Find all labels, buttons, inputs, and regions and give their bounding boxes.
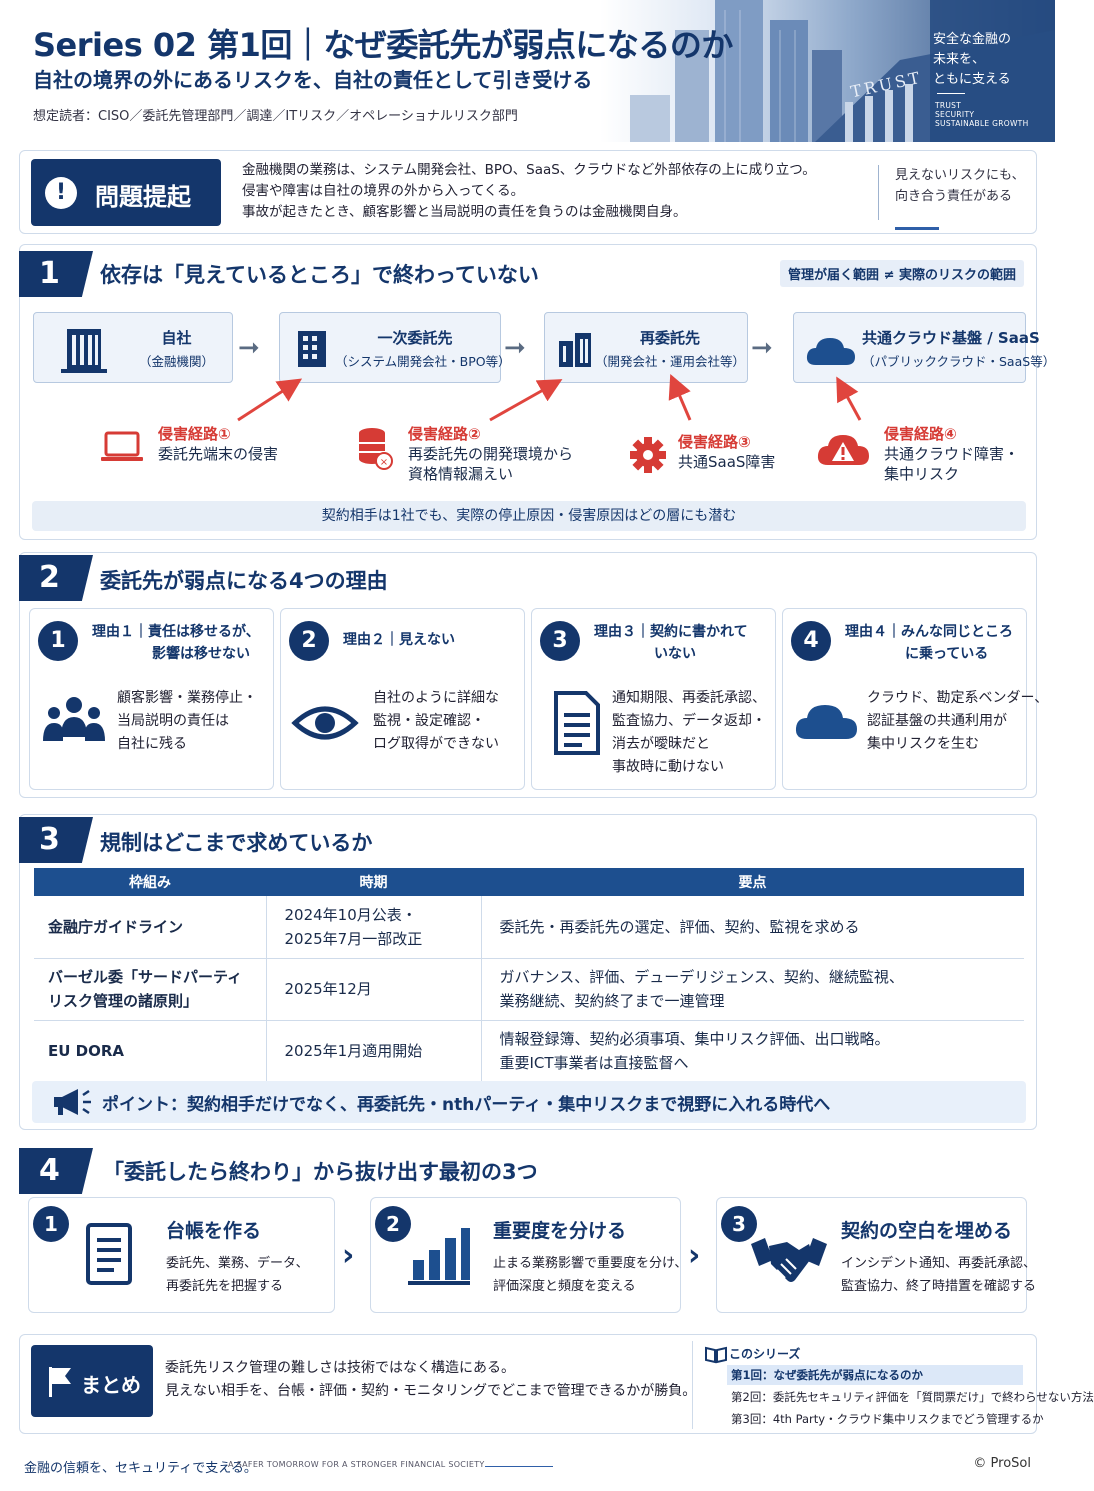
section-number: 3: [19, 817, 93, 863]
section-title: 依存は「見えているところ」で終わっていない: [100, 263, 539, 287]
target-audience: 想定読者：CISO／委託先管理部門／調達／ITリスク／オペレーショナルリスク部門: [33, 109, 518, 124]
cloud-icon: [795, 705, 857, 739]
point-callout: ポイント：契約相手だけでなく、再委託先・nthパーティ・集中リスクまで視野に入れ…: [32, 1081, 1026, 1123]
step-card-1: 1 台帳を作る 委託先、業務、データ、再委託先を把握する: [28, 1197, 335, 1313]
summary-text: 委託先リスク管理の難しさは技術ではなく構造にある。見えない相手を、台帳・評価・契…: [165, 1360, 697, 1399]
series-item[interactable]: 第3回：4th Party・クラウド集中リスクまでどう管理するか: [731, 1412, 1044, 1426]
building-icon: [61, 329, 107, 373]
node-own-company: 自社 （金融機関）: [33, 312, 233, 383]
reason-card-2: 2 理由２｜見えない 自社のように詳細な監視・設定確認・ログ取得ができない: [280, 608, 525, 790]
people-icon: [43, 697, 105, 741]
arrow-right-icon: ➞: [238, 333, 260, 363]
attack-path-arrows: [237, 373, 862, 422]
arrow-right-icon: ➞: [751, 333, 773, 363]
reason-card-3: 3 理由３｜契約に書かれていない 通知期限、再委託承認、監査協力、データ返却・消…: [531, 608, 776, 790]
exclamation-icon: !: [45, 177, 77, 209]
footer-english-slogan: A SAFER TOMORROW FOR A STRONGER FINANCIA…: [228, 1460, 485, 1469]
database-leak-icon: ×: [359, 428, 393, 470]
problem-text: 金融機関の業務は、システム開発会社、BPO、SaaS、クラウドなど外部依存の上に…: [242, 162, 816, 220]
table-row: 金融庁ガイドライン 2024年10月公表・2025年7月一部改正 委託先・再委託…: [34, 896, 1024, 959]
office-building-icon: [298, 331, 326, 367]
node-primary-contractor: 一次委託先 （システム開発会社・BPO等）: [279, 312, 511, 383]
scope-pill: 管理が届く範囲 ≠ 実際のリスクの範囲: [780, 260, 1024, 287]
step-card-3: 3 契約の空白を埋める インシデント通知、再委託承認、監査協力、終了時措置を確認…: [716, 1197, 1036, 1313]
cloud-warning-icon: [817, 435, 869, 465]
series-list: このシリーズ 第1回：なぜ委託先が弱点になるのか 第2回：委託先セキュリティ評価…: [692, 1341, 1094, 1429]
section-title: 「委託したら終わり」から抜け出す最初の3つ: [103, 1160, 538, 1184]
layer-risk-band: 契約相手は1社でも、実際の停止原因・侵害原因はどの層にも潜む: [32, 501, 1026, 531]
page-subtitle: 自社の境界の外にあるリスクを、自社の責任として引き受ける: [33, 68, 593, 92]
book-icon: [705, 1346, 727, 1364]
footer-divider: [485, 1466, 553, 1467]
flag-icon: [49, 1367, 71, 1397]
section-title: 規制はどこまで求めているか: [100, 831, 373, 855]
chevron-right-icon: ›: [342, 1238, 355, 1273]
series-item[interactable]: 第2回：委託先セキュリティ評価を「質問票だけ」で終わらせない方法: [731, 1390, 1094, 1404]
series-item-current[interactable]: 第1回：なぜ委託先が弱点になるのか: [727, 1365, 1023, 1385]
table-row: バーゼル委「サードパーティリスク管理の諸原則」 2025年12月 ガバナンス、評…: [34, 958, 1024, 1021]
problem-side-note: 見えないリスクにも、向き合う責任がある: [878, 165, 1038, 230]
footer-copyright: © ProSol: [973, 1456, 1031, 1471]
hero-tagline: 安全な金融の未来を、ともに支える: [933, 32, 1012, 87]
section-1: 1 依存は「見えているところ」で終わっていない 管理が届く範囲 ≠ 実際のリスク…: [19, 244, 1055, 540]
footer-slogan: 金融の信頼を、セキュリティで支える。: [24, 1461, 257, 1476]
table-row: EU DORA 2025年1月適用開始 情報登録簿、契約必須事項、集中リスク評価…: [34, 1020, 1024, 1083]
arrow-right-icon: ➞: [504, 333, 526, 363]
handshake-icon: [751, 1238, 827, 1282]
regulation-table: 枠組み 時期 要点 金融庁ガイドライン 2024年10月公表・2025年7月一部…: [34, 868, 1024, 1083]
step-card-2: 2 重要度を分ける 止まる業務影響で重要度を分け、評価深度と頻度を変える: [370, 1197, 687, 1313]
laptop-icon: [101, 431, 143, 461]
table-header: 枠組み: [34, 868, 266, 896]
gear-icon: [630, 437, 666, 473]
summary-badge: まとめ: [31, 1345, 153, 1417]
reason-card-4: 4 理由４｜みんな同じところに乗っている クラウド、勘定系ベンダー、認証基盤の共…: [782, 608, 1048, 790]
node-cloud-saas: 共通クラウド基盤 / SaaS （パブリッククラウド・SaaS等）: [793, 312, 1055, 383]
problem-badge: ! 問題提起: [31, 159, 221, 226]
section-4: 4 「委託したら終わり」から抜け出す最初の3つ 1 台帳を作る 委託先、業務、デ…: [19, 1142, 1037, 1322]
svg-text:×: ×: [380, 457, 388, 468]
reason-card-1: 1 理由１｜責任は移せるが、影響は移せない 顧客影響・業務停止・当局説明の責任は…: [29, 608, 274, 790]
chevron-right-icon: ›: [688, 1238, 701, 1273]
document-icon: [554, 691, 600, 755]
table-header: 要点: [481, 868, 1024, 896]
table-header: 時期: [266, 868, 481, 896]
section-title: 委託先が弱点になる4つの理由: [100, 569, 388, 593]
bar-chart-icon: [408, 1228, 470, 1285]
megaphone-icon: [54, 1089, 91, 1115]
section-number: 2: [19, 555, 93, 601]
city-buildings-illustration: [630, 0, 1055, 142]
section-3: 3 規制はどこまで求めているか 枠組み 時期 要点 金融庁ガイドライン 2024…: [19, 814, 1037, 1130]
eye-icon: [291, 706, 359, 740]
ledger-icon: [86, 1223, 132, 1285]
page-title: Series 02 第1回｜なぜ委託先が弱点になるのか: [33, 26, 733, 64]
node-subcontractor: 再委託先 （開発会社・運用会社等）: [544, 312, 748, 383]
problem-statement: ! 問題提起 金融機関の業務は、システム開発会社、BPO、SaaS、クラウドなど…: [19, 150, 1037, 234]
cloud-icon: [806, 338, 855, 365]
summary: まとめ 委託先リスク管理の難しさは技術ではなく構造にある。見えない相手を、台帳・…: [19, 1334, 1094, 1434]
section-number: 1: [19, 251, 93, 297]
section-2: 2 委託先が弱点になる4つの理由 1 理由１｜責任は移せるが、影響は移せない 顧…: [19, 552, 1048, 798]
buildings-icon: [559, 333, 591, 367]
section-number: 4: [19, 1148, 93, 1194]
